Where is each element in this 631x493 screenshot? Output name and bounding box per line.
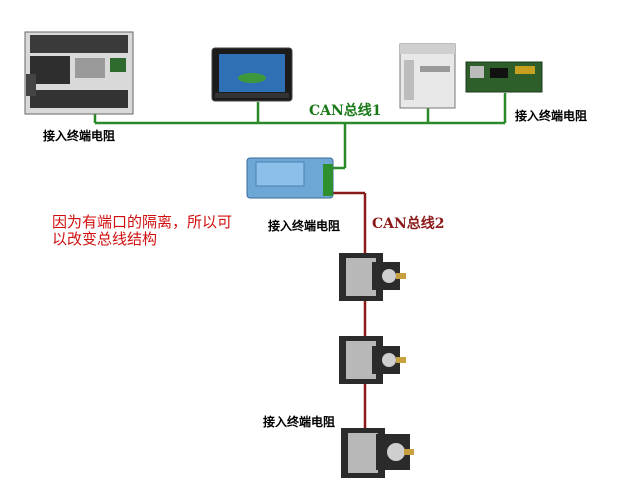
terminal-resistor-label: 接入终端电阻 — [263, 415, 336, 429]
stepper-motor-2 — [339, 336, 406, 384]
can-isolation-repeater — [246, 157, 334, 199]
gateway-module — [399, 43, 456, 109]
plc-device — [24, 31, 134, 115]
terminal-resistor-label: 接入终端电阻 — [268, 219, 341, 233]
can-bus-1-label: CAN总线1 — [309, 103, 382, 119]
stepper-motor-3 — [341, 428, 414, 478]
can-bus-2-label: CAN总线2 — [372, 216, 445, 232]
can-bus-1-wires — [93, 93, 507, 170]
stepper-motor-1 — [339, 253, 406, 301]
isolation-note: 因为有端口的隔离，所以可以改变总线结构 — [52, 213, 233, 248]
interface-circuit-board — [465, 61, 543, 93]
terminal-resistor-label: 接入终端电阻 — [515, 109, 588, 123]
hmi-touch-panel — [211, 47, 293, 102]
can-bus-2-wires — [333, 191, 367, 440]
terminal-resistor-label: 接入终端电阻 — [43, 129, 116, 143]
